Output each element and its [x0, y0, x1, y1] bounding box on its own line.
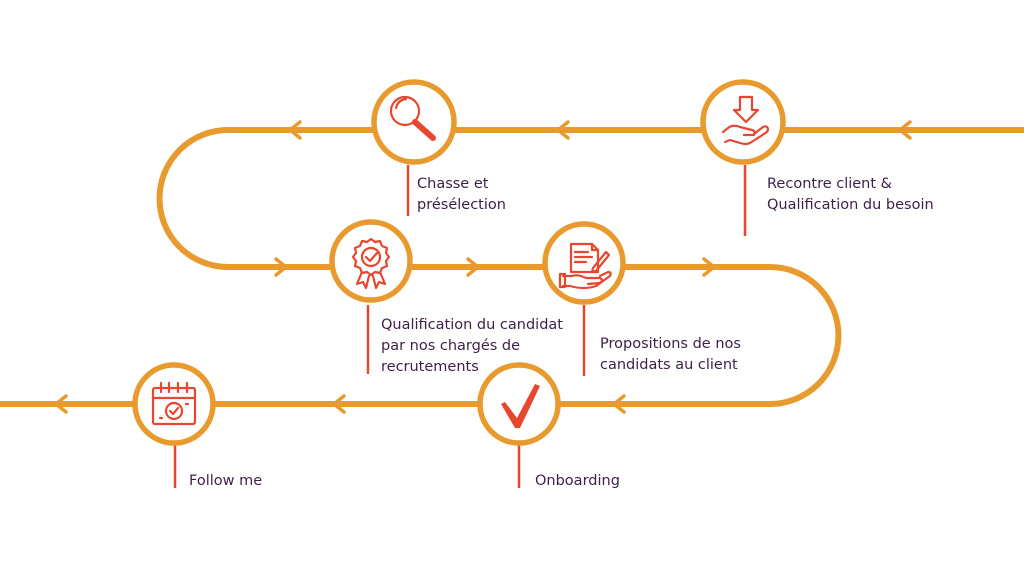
step-label-onboarding: Onboarding	[535, 473, 620, 489]
arrow-left-icon	[898, 120, 912, 140]
step-label-line: Qualification du candidat	[381, 317, 563, 333]
step-circle-recontre	[700, 79, 786, 165]
connectors	[173, 165, 747, 488]
step-label-line: Follow me	[189, 473, 262, 489]
magnifier-icon	[389, 95, 436, 141]
step-label-line: recrutements	[381, 359, 479, 375]
arrow-right-icon	[466, 257, 480, 277]
step-label-line: Onboarding	[535, 473, 620, 489]
arrow-right-icon	[274, 257, 288, 277]
arrow-left-icon	[332, 394, 346, 414]
arrow-left-icon	[612, 394, 626, 414]
step-label-propositions: Propositions de nos candidats au client	[600, 336, 741, 373]
step-label-qualification: Qualification du candidat par nos chargés…	[381, 317, 563, 375]
step-label-recontre: Recontre client & Qualification du besoin	[767, 176, 934, 213]
step-label-line: Qualification du besoin	[767, 197, 934, 213]
arrow-left-icon	[288, 120, 302, 140]
step-label-line: par nos chargés de	[381, 338, 520, 354]
step-label-chasse: Chasse et présélection	[417, 176, 506, 213]
award-badge-icon	[351, 237, 391, 290]
arrow-left-icon	[54, 394, 68, 414]
step-label-follow: Follow me	[189, 473, 262, 489]
arrow-left-icon	[556, 120, 570, 140]
step-label-line: candidats au client	[600, 357, 738, 373]
checkmark-icon	[501, 384, 540, 428]
step-label-line: Propositions de nos	[600, 336, 741, 352]
step-label-line: présélection	[417, 197, 506, 213]
process-path	[0, 127, 1024, 407]
direction-arrows	[54, 120, 912, 414]
step-circles	[132, 79, 786, 446]
contract-handshake-icon	[558, 242, 612, 290]
arrow-right-icon	[702, 257, 716, 277]
hand-receive-icon	[721, 95, 770, 146]
step-circle-onboarding	[477, 362, 561, 446]
step-label-line: Recontre client &	[767, 176, 892, 192]
calendar-check-icon	[151, 381, 197, 426]
step-label-line: Chasse et	[417, 176, 489, 192]
